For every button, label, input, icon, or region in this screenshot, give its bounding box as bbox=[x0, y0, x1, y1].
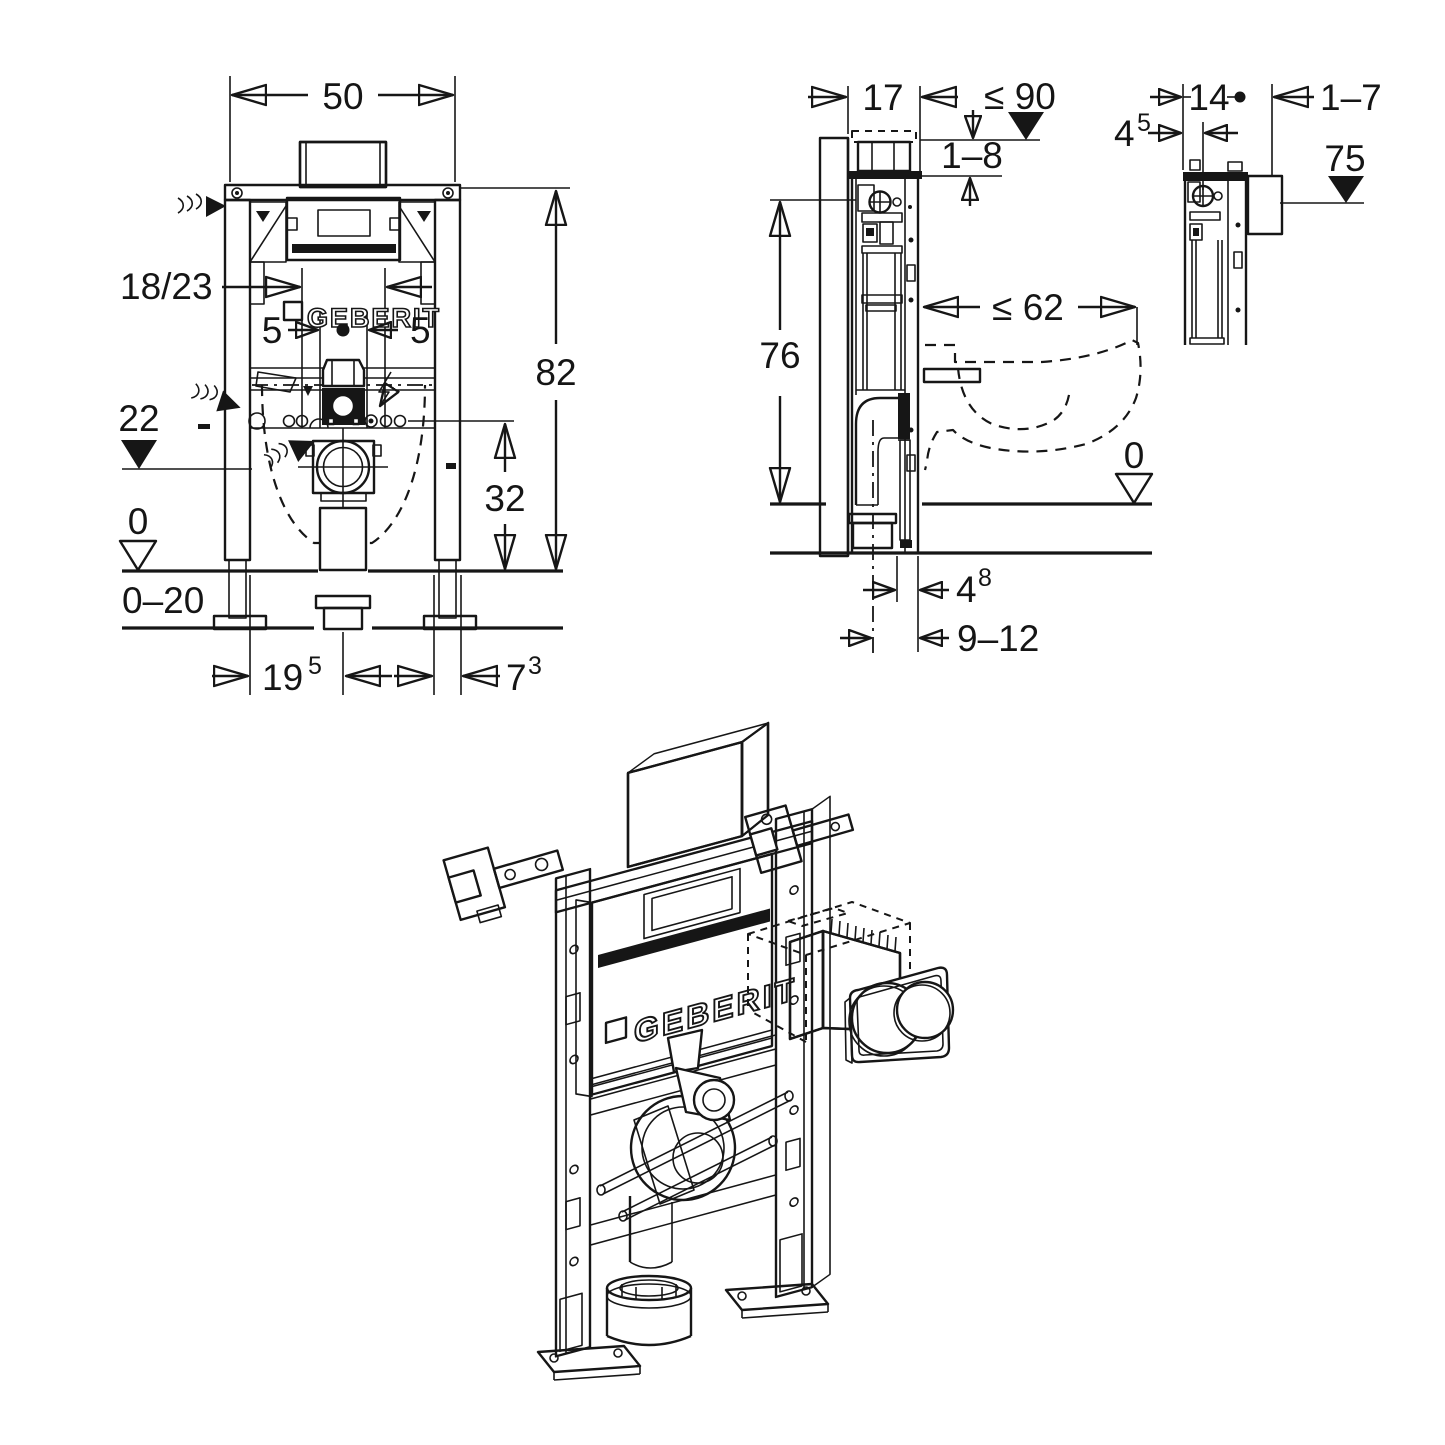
front-fixing-holes bbox=[248, 412, 514, 430]
iso-flush-bend bbox=[666, 1028, 736, 1122]
side-depth-label: 17 bbox=[862, 77, 903, 118]
supply-offset-sup: 5 bbox=[1137, 109, 1151, 137]
iso-wall-bracket-right bbox=[743, 804, 855, 875]
isometric-view: GEBERIT bbox=[442, 721, 955, 1381]
floor-adjust-label: 0–20 bbox=[122, 580, 204, 621]
side-drain-bend bbox=[847, 393, 912, 655]
water-supply-arrow-top bbox=[177, 193, 226, 217]
iso-protection-cap bbox=[626, 721, 770, 869]
frame-height-label: 76 bbox=[759, 335, 800, 376]
outlet-front-label: 4 bbox=[956, 569, 977, 610]
side-view: 17 ≤ 90 1–8 76 ≤ 62 0 4 8 bbox=[759, 76, 1154, 659]
iso-flush-plate bbox=[844, 966, 955, 1064]
iso-drain-socket bbox=[605, 1274, 693, 1347]
water-supply-arrow-mid bbox=[190, 383, 241, 412]
iso-foot-plates bbox=[536, 1282, 830, 1381]
outlet-offset-sup: 5 bbox=[308, 652, 322, 680]
outlet-offset-label: 19 bbox=[262, 657, 303, 698]
supply-offset-label: 4 bbox=[1114, 113, 1135, 154]
front-drain-collar bbox=[298, 428, 388, 508]
water-supply-arrow-inner bbox=[263, 440, 315, 469]
front-view: GEBERIT bbox=[118, 76, 577, 698]
outlet-range-label: 9–12 bbox=[957, 618, 1039, 659]
rod-offset-right-label: 5 bbox=[410, 310, 431, 351]
side-floor-level-label: 0 bbox=[1124, 435, 1145, 476]
trim-range-label: 1–8 bbox=[941, 135, 1003, 176]
rod-spacing-label: 18/23 bbox=[120, 266, 213, 307]
detail-depth-label: 14 bbox=[1188, 77, 1229, 118]
side-frame-section bbox=[850, 179, 920, 553]
outlet-height-label: 22 bbox=[118, 398, 159, 439]
side-bowl-outline bbox=[923, 338, 1142, 471]
side-dimensions: 17 ≤ 90 1–8 76 ≤ 62 0 4 8 bbox=[759, 76, 1154, 659]
detail-dimensions: 14 1–7 4 5 75 bbox=[1114, 77, 1382, 204]
rod-offset-left-label: 5 bbox=[262, 310, 283, 351]
frame-edge-sup: 3 bbox=[528, 652, 542, 680]
iso-wall-bracket-left bbox=[442, 846, 565, 924]
frame-edge-label: 7 bbox=[506, 657, 527, 698]
front-bowl-outline bbox=[260, 384, 427, 545]
finish-range-label: 1–7 bbox=[1320, 77, 1382, 118]
detail-frame-section bbox=[1183, 159, 1248, 345]
bowl-seal-strip bbox=[922, 367, 982, 384]
front-height-label: 82 bbox=[535, 352, 576, 393]
front-flush-fitting bbox=[321, 358, 366, 426]
bowl-depth-label: ≤ 62 bbox=[992, 287, 1064, 328]
outlet-front-sup: 8 bbox=[978, 564, 992, 592]
lower-section-label: 32 bbox=[484, 478, 525, 519]
front-floor-level-label: 0 bbox=[128, 501, 149, 542]
front-width-label: 50 bbox=[322, 76, 363, 117]
detail-view: 14 1–7 4 5 75 bbox=[1114, 77, 1382, 345]
iso-fixing-rods bbox=[596, 1090, 794, 1222]
front-dimensions: 50 82 18/23 5 5 22 0 0–20 32 bbox=[118, 76, 576, 698]
mains-connection-arrow bbox=[378, 371, 391, 406]
max-height-label: ≤ 90 bbox=[984, 76, 1056, 117]
actuator-height-label: 75 bbox=[1324, 138, 1365, 179]
actuator-box bbox=[1246, 174, 1284, 236]
